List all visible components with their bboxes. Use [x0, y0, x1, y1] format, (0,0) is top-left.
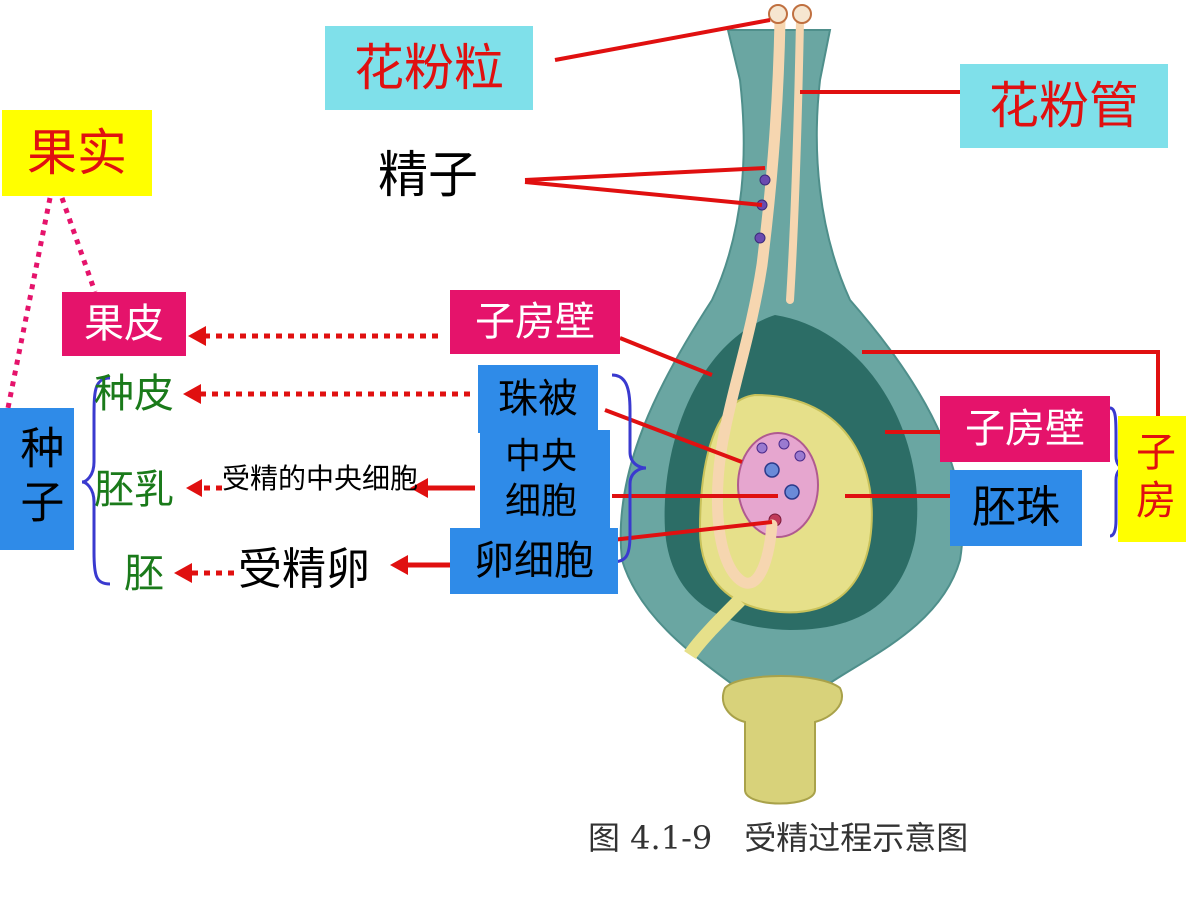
endosperm-arrow-head — [186, 479, 202, 497]
embryo-arrow-head — [174, 563, 192, 583]
pollen-tube-label: 花粉管 — [960, 64, 1168, 148]
dotted-arrows — [190, 333, 470, 576]
egg-cell-leader — [611, 520, 773, 542]
embryo-label: 胚 — [124, 551, 164, 597]
fruit-label: 果实 — [2, 110, 152, 196]
central-cell-label: 中央细胞 — [480, 430, 610, 528]
ovary-label-text: 子房 — [1129, 431, 1175, 527]
pollen-grain-label: 花粉粒 — [325, 26, 533, 110]
fruit-to-seed-line — [5, 197, 53, 409]
fruit-to-pericarp-line — [59, 197, 98, 293]
integument-leader — [604, 408, 743, 464]
polar-nucleus-1 — [764, 462, 780, 478]
ovary-leader — [862, 350, 1160, 418]
ovule-parts-brace — [611, 373, 647, 564]
pollen-grain-2 — [792, 4, 812, 24]
central-cell-text: 中央细胞 — [505, 436, 578, 522]
seed-coat-label: 种皮 — [94, 371, 174, 417]
endosperm-label: 胚乳 — [94, 467, 174, 513]
figure-caption: 图 4.1-9 受精过程示意图 — [588, 819, 969, 857]
antipodal-2 — [778, 438, 790, 450]
zygote-label: 受精卵 — [238, 544, 370, 595]
pollen-tube-path — [711, 14, 786, 589]
ovule-label: 胚珠 — [950, 470, 1082, 546]
central-to-fertilized-arrow-head — [410, 478, 428, 498]
pericarp-arrow-head — [188, 326, 206, 346]
fertilized-central-cell-label: 受精的中央细胞 — [222, 462, 422, 496]
seed-brace — [81, 376, 111, 586]
leader-lines — [524, 18, 1160, 542]
integument-label: 珠被 — [478, 365, 598, 433]
pericarp-label: 果皮 — [62, 292, 186, 356]
ovule-funiculus — [684, 595, 745, 660]
sperm-label: 精子 — [378, 146, 478, 204]
solid-arrows — [390, 478, 475, 575]
seed-label-text: 种子 — [12, 425, 64, 533]
receptacle — [722, 675, 843, 805]
ovary-wall-right-label: 子房壁 — [940, 396, 1110, 462]
fertilized-central-cell-text: 受精的中央细胞 — [222, 462, 419, 495]
antipodal-3 — [794, 450, 806, 462]
pistil-illustration — [619, 4, 964, 805]
ovary-wall-left-label: 子房壁 — [450, 290, 620, 354]
sperm-cell-3 — [754, 232, 766, 244]
fruit-connectors — [5, 197, 98, 409]
pollen-grain-leader — [554, 18, 771, 62]
polar-nucleus-2 — [784, 484, 800, 500]
pollen-grain-1 — [768, 4, 788, 24]
seed-coat-arrow-head — [183, 384, 201, 404]
egg-to-zygote-arrow-head — [390, 555, 408, 575]
ovary-wall-left-leader — [619, 336, 713, 377]
ovary-label: 子房 — [1118, 416, 1186, 542]
sperm-leader-1 — [524, 166, 766, 182]
dotted-arrow-heads — [174, 326, 206, 583]
sperm-leader-2 — [524, 180, 763, 207]
antipodal-1 — [756, 442, 768, 454]
egg-cell-label: 卵细胞 — [450, 528, 618, 594]
pollen-tube-path-2 — [786, 16, 804, 304]
sperm-cell-1 — [759, 174, 771, 186]
seed-label: 种子 — [0, 408, 74, 550]
